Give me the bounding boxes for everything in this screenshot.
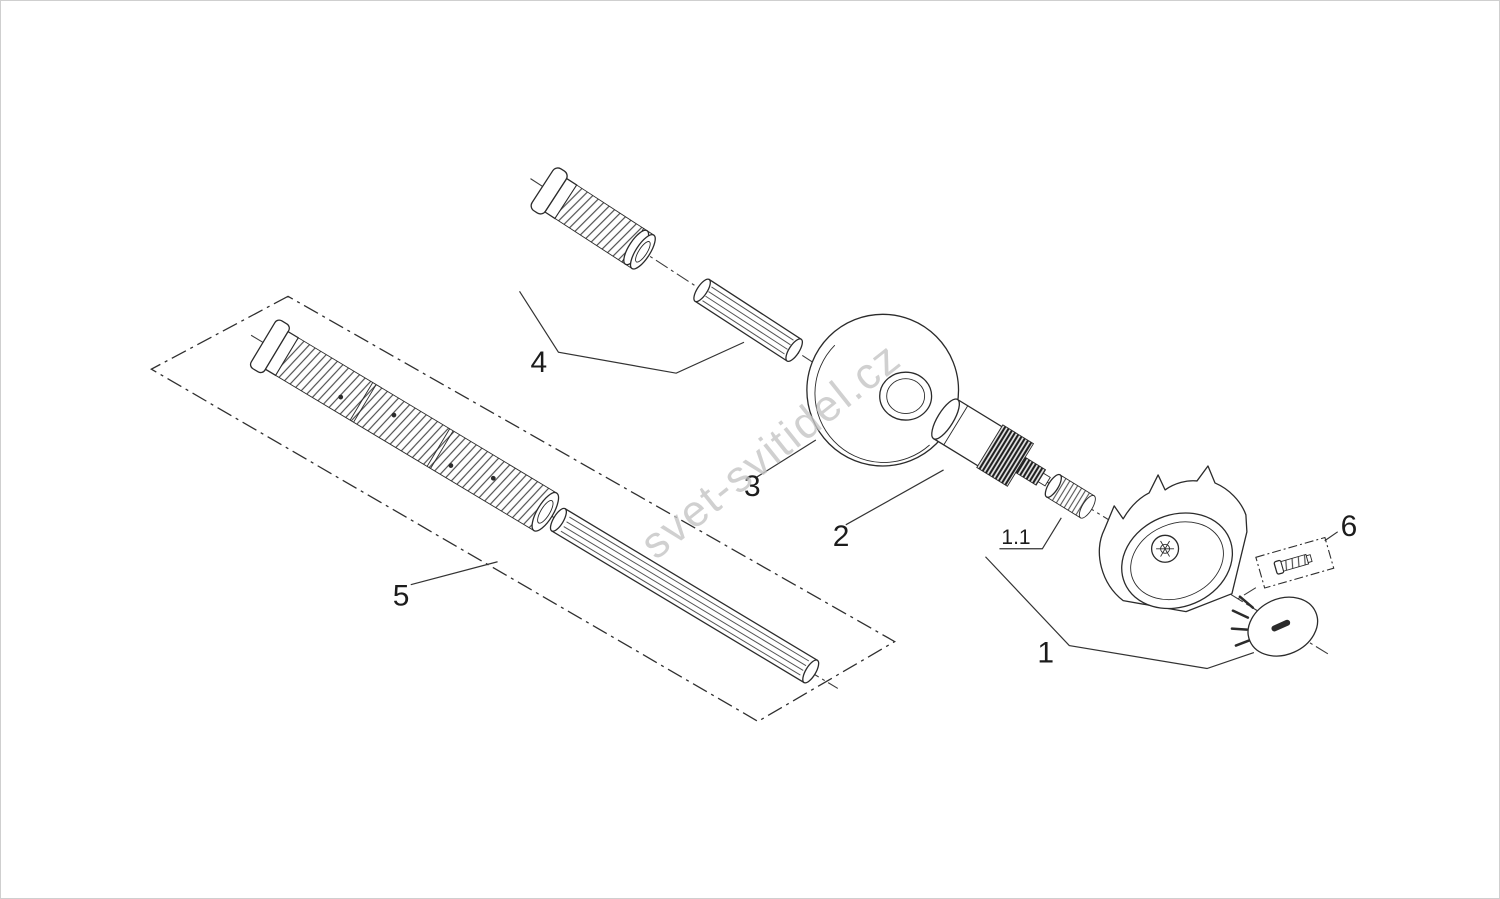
callout-1-1: 1.1 (1001, 526, 1030, 549)
leader-lines (410, 291, 1339, 670)
part-1-handle (1098, 465, 1248, 613)
part-5-extension-tube (249, 319, 560, 532)
part-4-spline-shaft (693, 278, 804, 362)
leader-5 (410, 561, 498, 586)
part6-box (1255, 536, 1335, 589)
part-4-extension-nipple (530, 167, 656, 270)
callout-1: 1 (1037, 637, 1054, 670)
leader-3 (756, 439, 817, 478)
leader-1 (985, 556, 1255, 670)
part-2-cartridge (931, 398, 1051, 487)
callout-4: 4 (530, 346, 547, 379)
callout-3: 3 (744, 470, 761, 503)
part-3-escutcheon (806, 313, 960, 467)
leader-4 (519, 291, 745, 374)
part-1-cap (1230, 595, 1319, 657)
leader-6 (1324, 531, 1339, 542)
part-5-spline-shaft (549, 507, 820, 684)
leader-2 (845, 469, 944, 526)
part-1-1-adapter (1044, 473, 1096, 519)
callout-2: 2 (833, 520, 850, 553)
handle-spline-star (1156, 540, 1175, 557)
axis-line-screw (1234, 587, 1257, 602)
callout-6: 6 (1341, 510, 1358, 543)
part-6-screw (1255, 536, 1335, 589)
leader-1-1 (999, 517, 1062, 550)
part5-boundary-box (150, 295, 896, 723)
callout-5: 5 (393, 580, 410, 613)
